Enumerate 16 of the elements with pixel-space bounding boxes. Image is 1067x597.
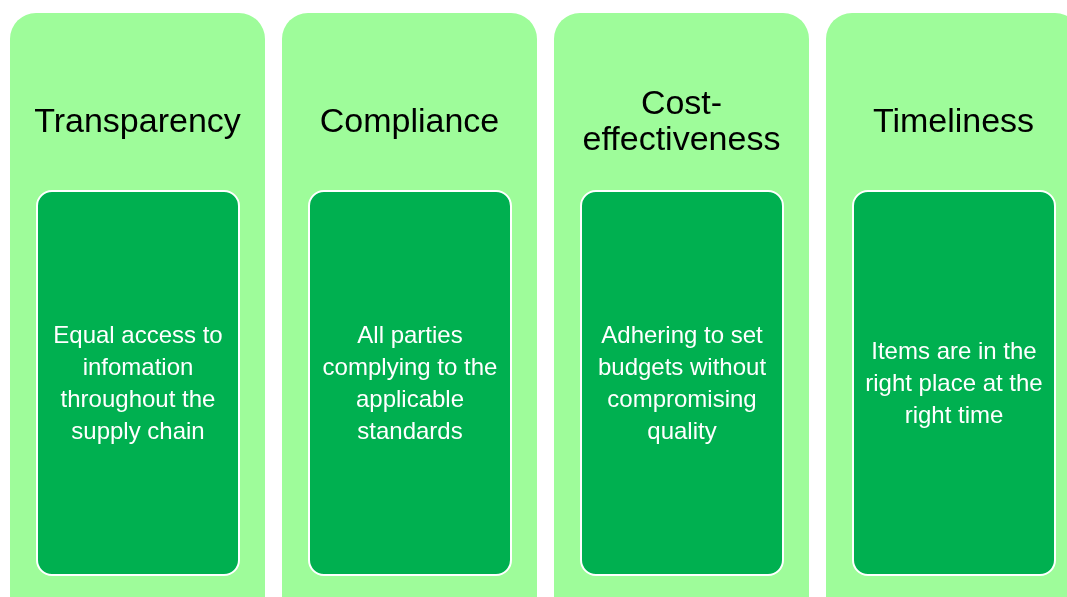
column-heading: Compliance bbox=[319, 103, 500, 139]
description-text: All parties complying to the applicable standards bbox=[321, 320, 499, 446]
description-text: Items are in the right place at the right time bbox=[864, 336, 1044, 430]
description-box bbox=[580, 190, 784, 576]
description-box bbox=[308, 190, 512, 576]
description-box bbox=[36, 190, 240, 576]
column-panel bbox=[554, 13, 809, 597]
description-box bbox=[852, 190, 1056, 576]
column-heading: Transparency bbox=[34, 103, 241, 139]
description-text: Equal access to infomation throughout the supply chain bbox=[52, 320, 224, 446]
column-heading: Timeliness bbox=[872, 103, 1035, 139]
column-panel bbox=[282, 13, 537, 597]
column-heading: Cost-effectiveness bbox=[581, 85, 782, 157]
description-text: Adhering to set budgets without compromising quality bbox=[596, 320, 768, 446]
column-panel bbox=[10, 13, 265, 597]
column-panel bbox=[826, 13, 1067, 597]
